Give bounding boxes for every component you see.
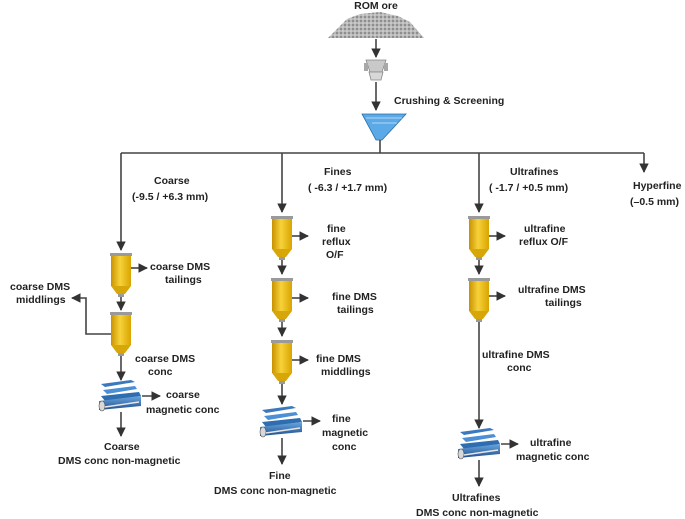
fine-dms-cyclone-1 [271,278,293,322]
fine-nonmag-label-1: Fine [269,470,291,482]
fine-nonmag-label-2: DMS conc non-magnetic [214,485,337,497]
fine-magnetic-label-1: fine [332,413,351,425]
screen-icon [361,113,407,141]
coarse-nonmag-label-1: Coarse [104,441,140,453]
fine-reflux-label-2: reflux [322,236,351,248]
ultrafine-magnetic-label-1: ultrafine [530,437,572,449]
ultrafine-nonmag-label-2: DMS conc non-magnetic [416,507,539,519]
ultrafines-stream-label: Ultrafines [510,166,559,178]
coarse-nonmag-label-2: DMS conc non-magnetic [58,455,181,467]
fines-stream-label: Fines [324,166,352,178]
coarse-dms-conc-label-2: conc [148,366,173,378]
ultrafine-magnetic-separator [457,427,501,460]
hyperfine-stream-label: Hyperfine [633,180,682,192]
coarse-stream-label: Coarse [154,175,190,187]
ultrafine-dms-conc-label-2: conc [507,362,532,374]
coarse-dms-tailings-label-2: tailings [165,274,202,286]
ultrafine-reflux-label-2: reflux O/F [519,236,569,248]
fine-reflux-classifier [271,216,293,260]
fines-stream-range: ( -6.3 / +1.7 mm) [308,182,387,194]
fine-dms-cyclone-2 [271,340,293,384]
crusher-icon [364,59,388,81]
hyperfine-stream-range: (–0.5 mm) [630,196,679,208]
rom-ore-pile [328,12,424,38]
crushing-screening-label: Crushing & Screening [394,95,504,107]
coarse-magnetic-label-2: magnetic conc [146,404,220,416]
fine-magnetic-label-3: conc [332,441,357,453]
coarse-dms-middlings-label-2: middlings [16,294,66,306]
coarse-dms-cyclone-2 [110,312,132,356]
fine-dms-middlings-label-1: fine DMS [316,353,361,365]
coarse-dms-conc-label-1: coarse DMS [135,353,195,365]
rom-ore-label: ROM ore [354,0,398,12]
fine-dms-middlings-label-2: middlings [321,366,371,378]
fine-reflux-label-1: fine [327,223,346,235]
ultrafine-dms-cyclone [468,278,490,322]
coarse-dms-cyclone-1 [110,253,132,297]
ultrafine-nonmag-label-1: Ultrafines [452,492,501,504]
ultrafines-stream-range: ( -1.7 / +0.5 mm) [489,182,568,194]
fine-reflux-label-3: O/F [326,249,344,261]
ultrafine-dms-conc-label-1: ultrafine DMS [482,349,550,361]
fine-dms-tailings-label-2: tailings [337,304,374,316]
ultrafine-reflux-label-1: ultrafine [524,223,566,235]
ultrafine-dms-tailings-label-1: ultrafine DMS [518,284,586,296]
ultrafine-magnetic-label-2: magnetic conc [516,451,590,463]
fine-dms-tailings-label-1: fine DMS [332,291,377,303]
coarse-magnetic-separator [98,379,142,412]
ultrafine-dms-tailings-label-2: tailings [545,297,582,309]
coarse-dms-middlings-label-1: coarse DMS [10,281,70,293]
fine-magnetic-separator [259,405,303,438]
coarse-stream-range: (-9.5 / +6.3 mm) [132,191,208,203]
fine-magnetic-label-2: magnetic [322,427,368,439]
coarse-dms-tailings-label-1: coarse DMS [150,261,210,273]
ultrafine-reflux-classifier [468,216,490,260]
coarse-magnetic-label-1: coarse [166,389,200,401]
